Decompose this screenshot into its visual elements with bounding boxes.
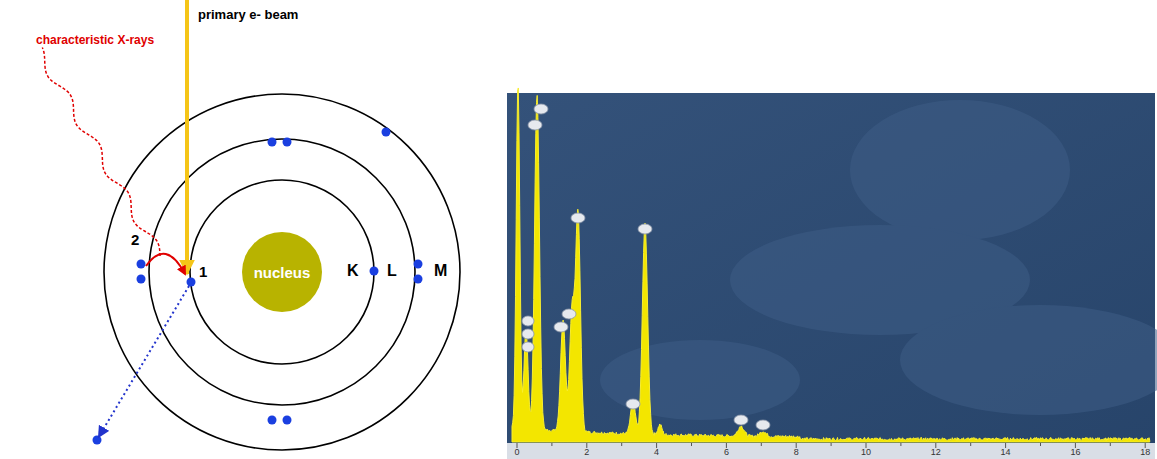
- m-shell: [104, 94, 460, 450]
- beam-label: primary e- beam: [198, 8, 298, 21]
- axis-number: 4: [654, 448, 659, 457]
- axis-number: 6: [724, 448, 729, 457]
- primary-beam-arrow: [185, 0, 189, 274]
- nucleus-circle: nucleus: [242, 232, 322, 312]
- electrons: [93, 128, 423, 445]
- x-ray-wave: [42, 47, 160, 256]
- shell-label: K: [347, 263, 359, 279]
- axis-number: 14: [1001, 448, 1011, 457]
- shell-label: M: [434, 263, 447, 279]
- axis-number: 18: [1140, 448, 1150, 457]
- spectrum-trace: [512, 88, 1150, 442]
- axis-number: 16: [1070, 448, 1080, 457]
- axis-number: 2: [584, 448, 589, 457]
- axis-number: 12: [931, 448, 941, 457]
- callout-number: 2: [131, 232, 139, 247]
- axis-number: 10: [861, 448, 871, 457]
- node-label: nucleus: [254, 264, 311, 281]
- transition-arrow: [146, 254, 185, 274]
- panel-texture: [600, 100, 1157, 420]
- electron-shells: [104, 94, 460, 450]
- callout-number: 1: [199, 264, 207, 279]
- axis-number: 0: [514, 448, 519, 457]
- axis-number: 8: [794, 448, 799, 457]
- ejected-electron-path: [101, 286, 189, 433]
- k-shell: [190, 180, 374, 364]
- axis-ticks: [517, 443, 1145, 448]
- x-ray-label: characteristic X-rays: [36, 34, 154, 46]
- axis-strip: [507, 443, 1155, 459]
- peak-markers: [522, 104, 770, 430]
- shell-label: L: [387, 263, 397, 279]
